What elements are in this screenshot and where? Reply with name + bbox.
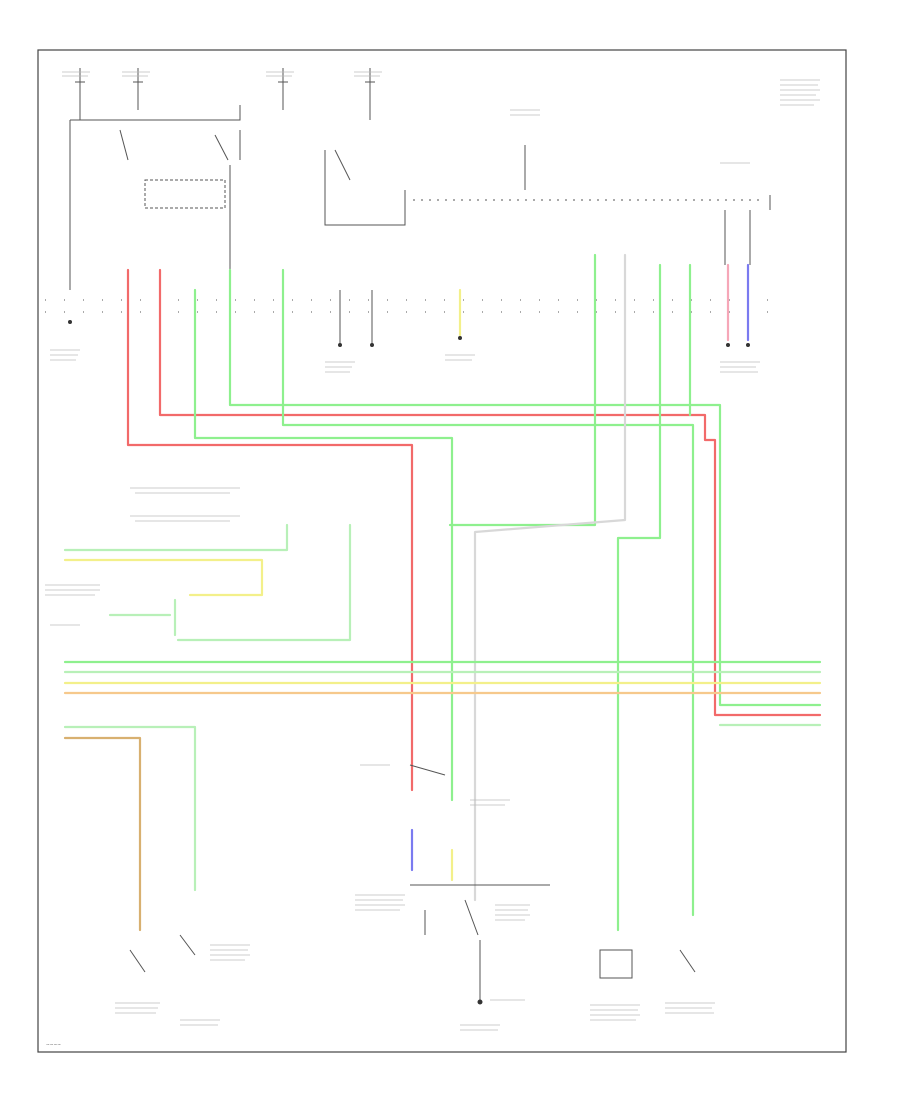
switch-contact-1 bbox=[119, 129, 129, 161]
wire-lower-green bbox=[63, 725, 197, 892]
wire-red-right bbox=[158, 268, 822, 717]
wire-green-h bbox=[63, 523, 289, 552]
footer-code: ~~~~ bbox=[46, 1043, 61, 1048]
wire-green-g bbox=[176, 523, 352, 642]
top-relay-block bbox=[69, 105, 241, 290]
ground-symbols bbox=[68, 320, 750, 1005]
wire-group bbox=[63, 253, 822, 932]
door-switch-cluster bbox=[324, 145, 760, 345]
switch-contact-2 bbox=[214, 134, 229, 161]
switch-blade bbox=[334, 149, 351, 181]
wire-yellow-b bbox=[63, 558, 264, 597]
lower-switch-blade bbox=[409, 764, 446, 776]
switch-loop bbox=[324, 150, 406, 226]
lower-switch-assembly bbox=[409, 764, 550, 1000]
lower-blade-b bbox=[464, 899, 479, 936]
ground-6 bbox=[746, 343, 750, 347]
ground-4 bbox=[458, 336, 462, 340]
ground-3 bbox=[370, 343, 374, 347]
wire-gray bbox=[473, 253, 627, 902]
wire-lower-tan bbox=[63, 736, 142, 932]
relay-bus bbox=[70, 105, 241, 121]
ground-1 bbox=[68, 320, 72, 324]
wire-green-c bbox=[281, 268, 695, 917]
wire-green-e bbox=[616, 263, 662, 932]
label-marks bbox=[45, 71, 820, 1031]
bottom-relay-box bbox=[599, 949, 633, 979]
relay-box bbox=[144, 179, 226, 209]
ground-7 bbox=[477, 999, 483, 1005]
wire-red-main bbox=[126, 268, 414, 792]
ground-5 bbox=[726, 343, 730, 347]
ground-2 bbox=[338, 343, 342, 347]
bottom-switches bbox=[129, 934, 696, 979]
fuse-header-group bbox=[75, 68, 375, 120]
wire-green-d bbox=[448, 253, 597, 527]
bottom-switch-2 bbox=[179, 934, 196, 956]
wire-green-a bbox=[193, 288, 454, 802]
diagram-frame bbox=[37, 49, 847, 1053]
bottom-switch-3 bbox=[679, 949, 696, 973]
bottom-switch-1 bbox=[129, 949, 146, 973]
connector-row bbox=[45, 299, 780, 313]
right-terminal-tags bbox=[724, 195, 771, 265]
wire-green-b bbox=[228, 268, 822, 707]
